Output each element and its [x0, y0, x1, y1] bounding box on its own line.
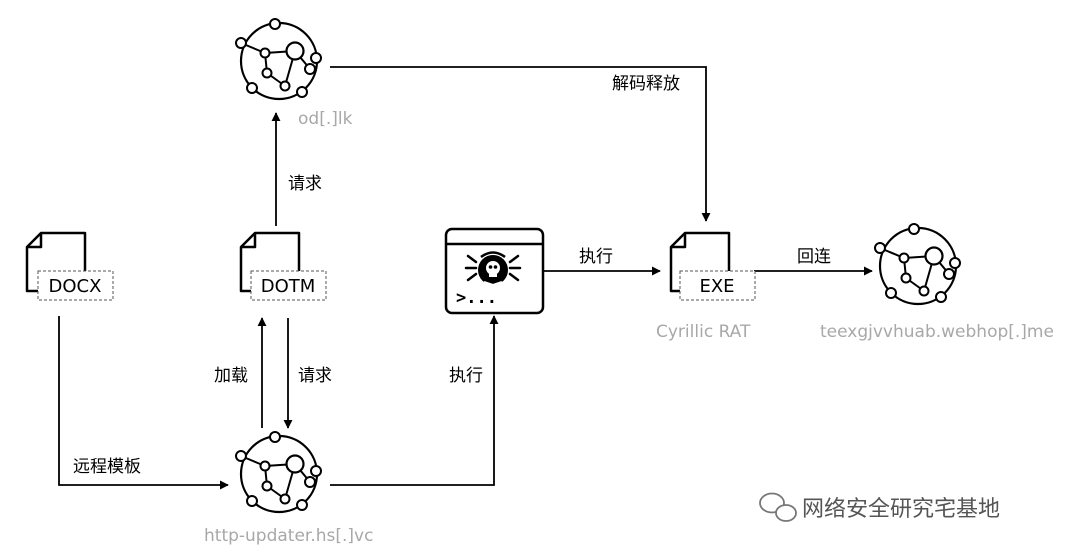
- connectors: [58, 66, 873, 490]
- od-domain-caption: od[.]lk: [298, 109, 353, 129]
- exe-caption: Cyrillic RAT: [656, 322, 751, 342]
- docx-label: DOCX: [49, 276, 102, 297]
- edge-label-load: 加载: [214, 366, 248, 386]
- terminal-window: >...: [444, 227, 545, 315]
- network-icon-updater: [234, 430, 323, 514]
- edge-label-request-down: 请求: [298, 366, 332, 386]
- arrow-docx-to-updater: [58, 316, 229, 490]
- edge-label-decode: 解码释放: [612, 74, 680, 94]
- edge-label-execute-terminal: 执行: [449, 366, 483, 386]
- exe-node: EXE: [669, 231, 756, 301]
- watermark-text: 网络安全研究宅基地: [802, 497, 1000, 522]
- docx-node: DOCX: [25, 231, 114, 301]
- edge-label-remote-template: 远程模板: [73, 457, 141, 477]
- network-icon-c2: [873, 222, 962, 306]
- edge-label-request-up: 请求: [288, 174, 322, 194]
- wechat-icon: [759, 492, 797, 522]
- dotm-node: DOTM: [239, 231, 327, 301]
- c2-domain-caption: teexgjvvhuab.webhop[.]me: [820, 322, 1054, 342]
- arrow-updater-to-terminal: [330, 315, 499, 486]
- edge-label-callback: 回连: [797, 247, 831, 267]
- watermark: 网络安全研究宅基地: [759, 492, 1000, 522]
- exe-label: EXE: [699, 276, 734, 297]
- arrow-od-to-exe: [330, 66, 711, 222]
- edge-label-execute-exe: 执行: [579, 247, 613, 267]
- prompt-icon: >...: [456, 288, 497, 308]
- network-icon-od: [234, 17, 323, 101]
- updater-domain-caption: http-updater.hs[.]vc: [204, 526, 373, 546]
- dotm-label: DOTM: [261, 276, 316, 297]
- malware-skull-icon: [464, 251, 522, 289]
